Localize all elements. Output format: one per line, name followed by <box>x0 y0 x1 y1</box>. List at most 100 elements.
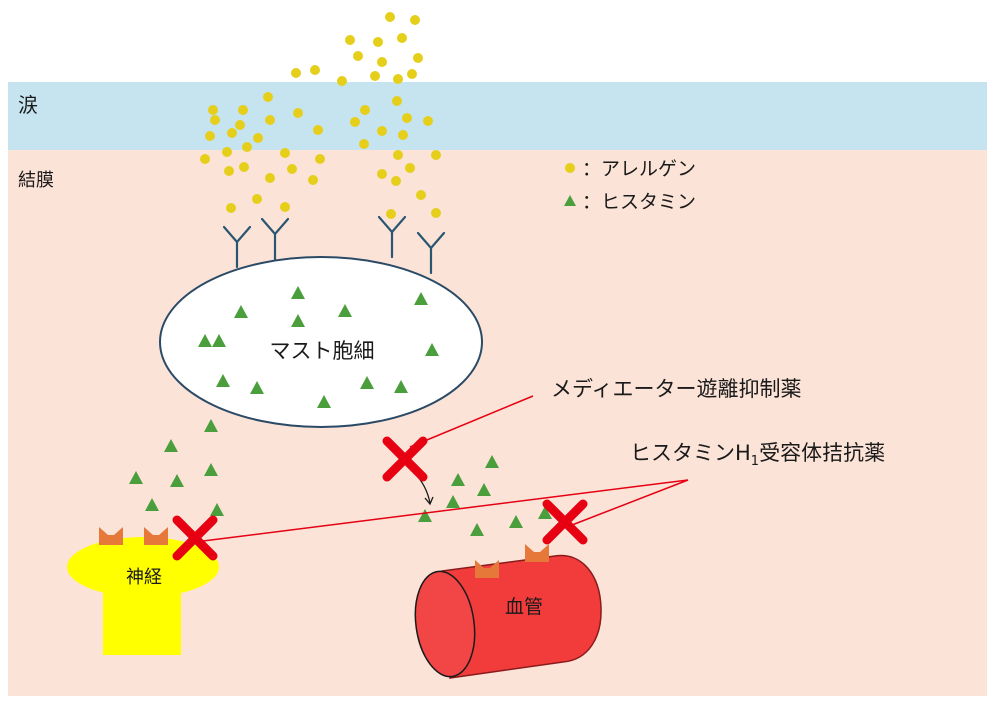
allergen-particle <box>293 108 303 118</box>
h1-subscript: 1 <box>751 454 759 469</box>
histamine-molecule <box>204 463 218 476</box>
histamine-molecule <box>414 292 428 305</box>
allergen-particle <box>413 53 423 63</box>
allergen-particle <box>386 209 396 219</box>
histamine-molecule <box>317 395 331 408</box>
allergen-particle <box>410 15 420 25</box>
allergen-particle <box>200 154 210 164</box>
allergen-particle <box>242 142 252 152</box>
allergen-particle <box>416 190 426 200</box>
ige-antibodies <box>222 215 446 275</box>
allergen-particle <box>377 169 387 179</box>
allergen-particle <box>315 154 325 164</box>
allergen-particle <box>360 105 370 115</box>
h1-label-prefix: ヒスタミンH <box>630 441 751 465</box>
receptor-icon <box>475 560 499 578</box>
allergen-particle <box>385 12 395 22</box>
allergen-particle <box>373 37 383 47</box>
histamine-molecule <box>509 515 523 528</box>
allergen-particles <box>200 12 441 219</box>
allergen-particle <box>397 33 407 43</box>
allergen-particle <box>291 68 301 78</box>
allergen-particle <box>287 164 297 174</box>
histamine-molecule <box>250 381 264 394</box>
allergen-particle <box>407 69 417 79</box>
allergen-particle <box>265 115 275 125</box>
histamine-molecule <box>164 439 178 452</box>
allergen-particle <box>226 203 236 213</box>
vessel-block-x-icon <box>542 499 588 545</box>
allergen-particle <box>370 71 380 81</box>
receptor-icon <box>144 527 168 545</box>
histamine-molecule <box>338 304 352 317</box>
allergen-particle <box>398 130 408 140</box>
mediator-release-inhibitor-label: メディエーター遊離抑制薬 <box>551 377 802 401</box>
histamine-molecule <box>170 474 184 487</box>
histamine-molecules <box>129 286 552 536</box>
allergen-particle <box>345 35 355 45</box>
legend-histamine-marker <box>564 195 576 206</box>
allergen-particle <box>350 117 360 127</box>
allergen-particle <box>313 125 323 135</box>
allergen-particle <box>265 173 275 183</box>
h1-receptors <box>99 527 549 578</box>
antibody-icon <box>222 225 252 269</box>
mast-cell-label: マスト胞細 <box>270 339 375 363</box>
allergen-particle <box>405 163 415 173</box>
antibody-icon <box>416 231 446 275</box>
allergen-particle <box>239 162 249 172</box>
histamine-molecule <box>446 495 460 508</box>
block-marks <box>172 436 588 561</box>
allergen-particle <box>377 57 387 67</box>
tears-label: 涙 <box>18 93 38 117</box>
histamine-molecule <box>360 376 374 389</box>
allergen-particle <box>431 150 441 160</box>
nerve-block-x-icon <box>172 515 218 561</box>
antibody-icon <box>377 215 407 259</box>
receptor-icon <box>99 527 123 545</box>
allergen-particle <box>235 120 245 130</box>
vessel-label: 血管 <box>505 596 543 618</box>
allergen-particle <box>337 76 347 86</box>
blood-vessel <box>414 554 602 679</box>
histamine-molecule <box>216 374 230 387</box>
allergen-particle <box>208 105 218 115</box>
histamine-molecule <box>425 343 439 356</box>
histamine-molecule <box>485 455 499 468</box>
receptor-icon <box>525 544 549 562</box>
histamine-molecule <box>291 286 305 299</box>
legend-allergen-marker <box>565 163 575 173</box>
allergen-particle <box>280 148 290 158</box>
histamine-molecule <box>451 473 465 486</box>
histamine-molecule <box>210 503 224 516</box>
drug-pointer-lines <box>194 395 689 543</box>
allergen-particle <box>377 126 387 136</box>
allergen-particle <box>222 147 232 157</box>
histamine-molecule <box>234 305 248 318</box>
histamine-molecule <box>477 483 491 496</box>
allergen-particle <box>252 194 262 204</box>
histamine-molecule <box>470 523 484 536</box>
allergen-particle <box>359 139 369 149</box>
allergen-particle <box>392 96 402 106</box>
nerve-label: 神経 <box>126 567 162 588</box>
allergen-particle <box>402 113 412 123</box>
mediator-block-x-icon <box>382 436 428 482</box>
allergen-particle <box>431 208 441 218</box>
histamine-molecule <box>198 334 212 347</box>
antibody-icon <box>260 217 290 261</box>
tears-layer <box>8 82 987 150</box>
h1-label-suffix: 受容体拮抗薬 <box>759 441 885 465</box>
allergen-particle <box>238 105 248 115</box>
allergen-particle <box>353 51 363 61</box>
allergen-particle <box>310 65 320 75</box>
allergen-particle <box>224 166 234 176</box>
legend-histamine-label: ：ヒスタミン <box>582 191 696 213</box>
histamine-molecule <box>129 471 143 484</box>
allergen-particle <box>308 175 318 185</box>
h1-antagonist-label: ヒスタミンH1受容体拮抗薬 <box>630 441 885 469</box>
histamine-molecule <box>418 509 432 522</box>
histamine-molecule <box>394 380 408 393</box>
histamine-molecule <box>291 314 305 327</box>
